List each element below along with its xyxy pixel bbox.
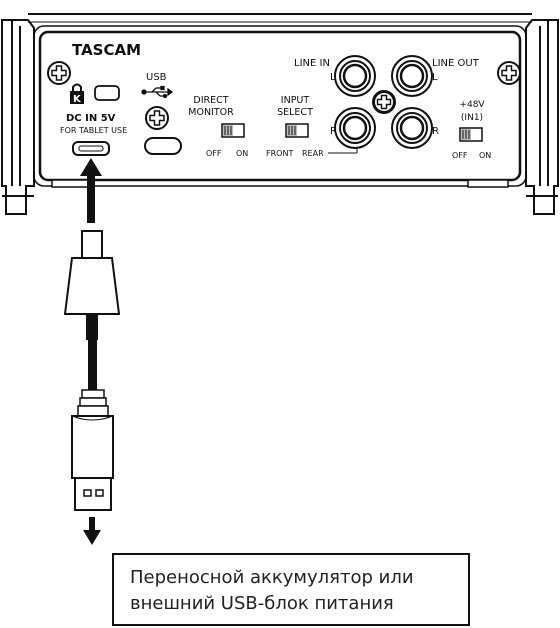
phantom-off-label: OFF — [452, 151, 468, 160]
svg-text:K: K — [73, 94, 82, 105]
arrow-down-icon — [83, 517, 101, 545]
usb-a-plug-connector — [74, 477, 112, 511]
rear-label: REAR — [302, 149, 324, 158]
arrow-up-icon — [80, 158, 102, 223]
usb-c-port — [144, 137, 182, 155]
line-out-l-label: L — [432, 72, 438, 83]
screw-icon — [47, 61, 71, 85]
micro-usb-plug-tip — [81, 230, 103, 260]
rca-line-out-r-jack — [391, 107, 433, 149]
brand-logo: TASCAM — [72, 41, 141, 59]
monitor-label: MONITOR — [188, 107, 234, 118]
input-select-switch — [285, 123, 309, 138]
usb-a-plug-body — [71, 415, 114, 479]
line-out-label: LINE OUT — [432, 58, 480, 69]
rca-line-in-r-jack — [334, 107, 376, 149]
direct-monitor-switch — [221, 123, 245, 138]
front-label: FRONT — [266, 149, 293, 158]
device-rear-panel: TASCAM K DC IN 5V FOR TABLET USE USB — [1, 13, 559, 215]
right-foot — [467, 179, 509, 188]
micro-usb-plug-body — [63, 257, 121, 315]
dc-in-label: DC IN 5V — [66, 113, 116, 124]
kensington-slot — [94, 85, 120, 101]
right-side-bracket — [525, 19, 559, 215]
phantom-power-switch — [459, 127, 483, 142]
caption-line-1: Переносной аккумулятор или — [130, 567, 414, 588]
screw-icon — [145, 106, 169, 130]
select-label: SELECT — [277, 107, 313, 118]
line-in-l-label: L — [330, 72, 336, 83]
line-in-label: LINE IN — [294, 58, 330, 69]
phantom-on-label: ON — [479, 151, 491, 160]
in1-label: (IN1) — [461, 113, 483, 123]
power-source-caption: Переносной аккумулятор или внешний USB-б… — [112, 553, 470, 626]
usb-cable — [63, 230, 121, 511]
dc-in-port — [72, 141, 110, 156]
usb-symbol-icon — [141, 85, 174, 99]
screw-icon — [373, 91, 395, 113]
direct-monitor-on-label: ON — [236, 149, 248, 158]
rca-line-out-l-jack — [391, 55, 433, 97]
kensington-lock-icon: K — [70, 83, 84, 105]
left-foot — [51, 179, 93, 188]
left-side-bracket — [1, 19, 35, 215]
line-in-r-label: R — [330, 126, 337, 137]
caption-line-2: внешний USB-блок питания — [130, 593, 394, 614]
tablet-use-label: FOR TABLET USE — [60, 126, 127, 135]
direct-monitor-off-label: OFF — [206, 149, 222, 158]
phantom-power-label: +48V — [459, 100, 485, 110]
direct-label: DIRECT — [193, 95, 228, 106]
rca-line-in-l-jack — [334, 55, 376, 97]
screw-icon — [497, 61, 521, 85]
input-label: INPUT — [281, 95, 310, 106]
usb-label: USB — [146, 72, 167, 83]
line-out-r-label: R — [432, 126, 439, 137]
